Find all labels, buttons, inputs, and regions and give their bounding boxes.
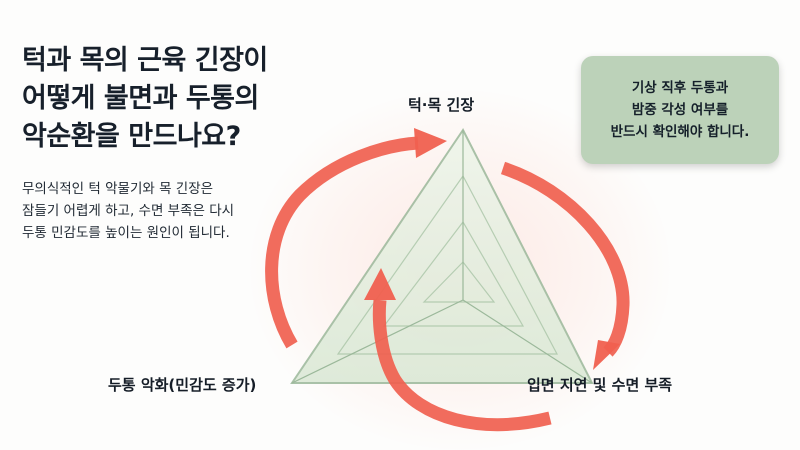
title-line-3: 악순환을 만드나요? [22, 121, 241, 152]
note-line-3: 반드시 확인해야 합니다. [610, 124, 750, 140]
cycle-label-sleep-delay: 입면 지연 및 수면 부족 [527, 376, 673, 394]
note-line-1: 기상 직후 두통과 [631, 80, 729, 96]
arrow-top-to-right [500, 161, 630, 370]
note-line-2: 밤중 각성 여부를 [631, 102, 729, 118]
arrow-bottom-to-left [364, 268, 552, 432]
description-line-3: 두통 민감도를 높이는 원인이 됩니다. [22, 225, 230, 241]
title-line-1: 턱과 목의 근육 긴장이 [22, 45, 268, 76]
title-line-2: 어떻게 불면과 두통의 [22, 83, 259, 114]
cycle-label-jaw-neck-tension: 턱·목 긴장 [408, 96, 475, 114]
cycle-triangle [290, 128, 594, 384]
arrow-left-to-top [265, 128, 447, 349]
description-line-2: 잠들기 어렵게 하고, 수면 부족은 다시 [22, 203, 235, 219]
description-line-1: 무의식적인 턱 악물기와 목 긴장은 [22, 181, 214, 197]
cycle-label-headache-worsening: 두통 악화(민감도 증가) [108, 376, 257, 394]
page-title: 턱과 목의 근육 긴장이 어떻게 불면과 두통의 악순환을 만드나요? [22, 42, 312, 156]
note-card: 기상 직후 두통과 밤중 각성 여부를 반드시 확인해야 합니다. [581, 56, 779, 164]
description: 무의식적인 턱 악물기와 목 긴장은 잠들기 어렵게 하고, 수면 부족은 다시… [22, 178, 272, 244]
